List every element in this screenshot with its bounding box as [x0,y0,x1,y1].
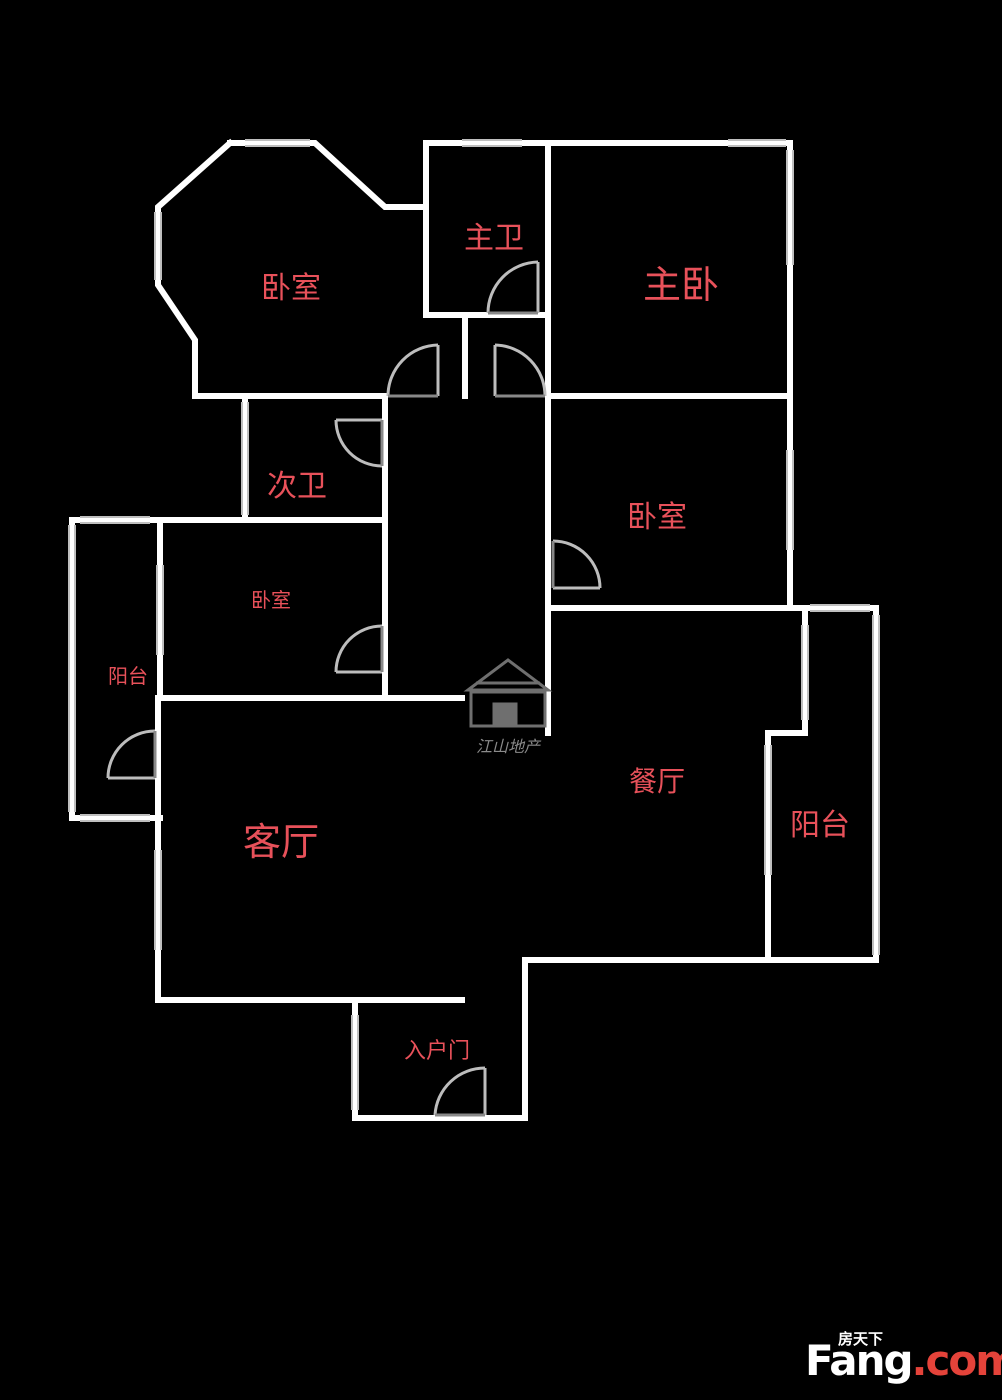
label-balcony-west: 阳台 [108,664,148,688]
house-logo-icon [463,658,553,728]
label-bedroom-nw: 卧室 [261,271,321,306]
doors [106,260,602,1117]
door-balcony-west [106,729,157,780]
door-bedroom-west [334,624,384,674]
label-bedroom-east: 卧室 [627,500,687,535]
label-bedroom-west: 卧室 [251,588,291,612]
door-master-bath [486,260,540,315]
label-dining: 餐厅 [629,765,685,798]
label-master-bedroom: 主卧 [643,263,719,307]
label-master-bath: 主卫 [464,221,524,256]
door-bedroom-nw [386,343,440,398]
windows [68,139,880,1110]
label-entrance: 入户门 [404,1039,470,1064]
label-living-room: 客厅 [243,820,319,864]
walls [69,138,879,1121]
watermark-site-cn: 房天下 [838,1330,884,1348]
watermark-site-logo: Fang.com [805,1340,1002,1382]
door-second-bath [334,418,384,468]
watermark-agency: 江山地产 [476,737,542,756]
label-balcony-east: 阳台 [790,808,850,843]
watermark-site-prefix: Fang [805,1336,914,1385]
watermark-site-suffix: .com [911,1336,1002,1385]
door-master-bedroom [493,343,547,398]
label-second-bath: 次卫 [267,469,327,504]
room-labels: 卧室 主卫 主卧 次卫 卧室 卧室 阳台 餐厅 阳台 客厅 入户门 [108,221,850,1064]
door-entrance [433,1066,487,1117]
door-bedroom-east [551,539,602,590]
